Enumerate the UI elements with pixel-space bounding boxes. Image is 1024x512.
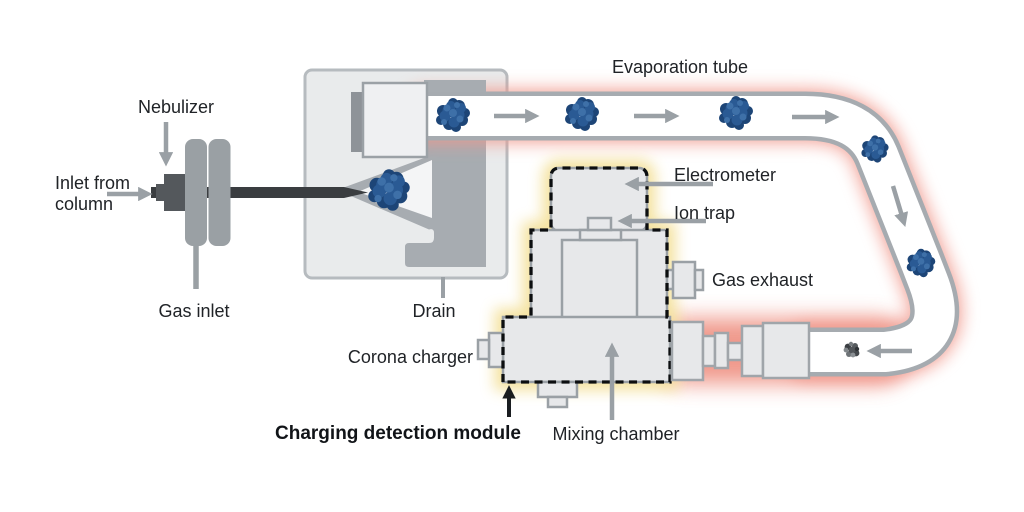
gas-exhaust-nub: [693, 268, 705, 292]
corona-charger-port: [487, 331, 505, 369]
label-ion-trap: Ion trap: [674, 203, 735, 223]
label-gas-exhaust: Gas exhaust: [712, 270, 813, 290]
corona-charger-nub: [476, 338, 491, 361]
connector-neck: [726, 341, 744, 362]
tube-entrance-box: [361, 81, 429, 159]
arrows: [107, 108, 912, 420]
module-dashed-outline: [501, 166, 672, 384]
nebulizer-body-left: [185, 139, 207, 246]
label-inlet-from: Inlet from: [55, 173, 130, 193]
label-mixing-chamber: Mixing chamber: [552, 424, 679, 444]
particle-cluster-dried: [843, 341, 860, 358]
module-bottom-nub: [536, 380, 579, 399]
nebulizer-body-right: [208, 139, 231, 246]
label-evaporation-tube: Evaporation tube: [612, 57, 748, 77]
connector-ring-3: [740, 324, 765, 378]
label-electrometer: Electrometer: [674, 165, 776, 185]
nebulizer-assembly: [151, 139, 368, 289]
nebulizer-nut-small: [156, 184, 165, 201]
connector-block-a: [670, 320, 705, 382]
label-nebulizer: Nebulizer: [138, 97, 214, 117]
ion-trap-ledge: [578, 228, 623, 242]
label-gas-inlet: Gas inlet: [158, 301, 229, 321]
connector-assembly: [670, 320, 811, 382]
detector-inner-box: [560, 238, 639, 320]
charging-detection-module: [476, 166, 705, 409]
ion-trap-port: [586, 216, 613, 232]
flow-arrow-down: [890, 185, 909, 228]
label-corona-charger: Corona charger: [348, 347, 473, 367]
connector-ring-1: [701, 334, 717, 368]
label-drain: Drain: [412, 301, 455, 321]
connector-ring-2: [713, 331, 730, 370]
labels: Nebulizer Inlet from column Gas inlet Dr…: [55, 57, 813, 444]
nebulizer-nut-large: [164, 174, 186, 211]
gas-exhaust-port: [671, 260, 697, 300]
mixing-chamber-box: [501, 315, 672, 384]
module-bottom-nub-small: [546, 395, 569, 409]
label-charging-detection-module: Charging detection module: [275, 423, 521, 444]
chamber-top-strip: [424, 80, 486, 92]
connector-block-b: [761, 321, 811, 380]
label-column: column: [55, 194, 113, 214]
